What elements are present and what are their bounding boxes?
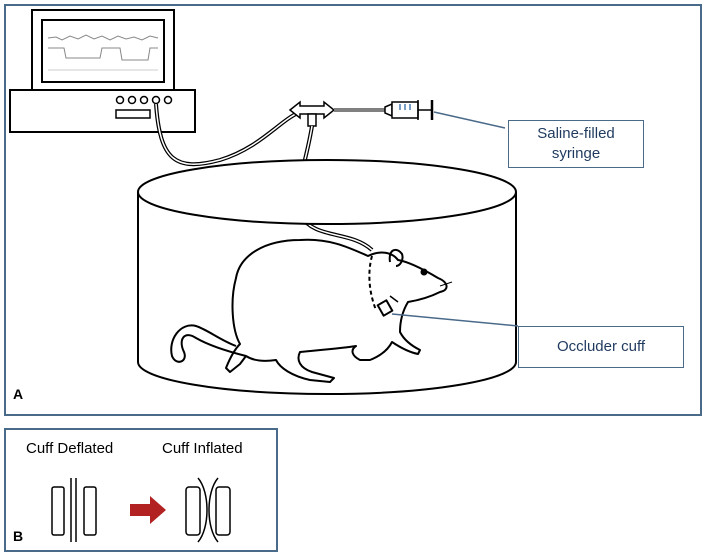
- cuff-label-text: Occluder cuff: [556, 338, 646, 355]
- t-connector: [288, 100, 336, 127]
- cuff-inflated-drawing: [185, 477, 231, 543]
- syringe-label-line1: Saline-filled: [537, 125, 615, 142]
- cage-cylinder: [137, 159, 517, 395]
- syringe-label: Saline-filled syringe: [508, 120, 644, 168]
- cuff-inflated-label: Cuff Inflated: [162, 440, 243, 457]
- recorder-box: [9, 89, 196, 133]
- panel-b-letter: B: [13, 528, 24, 544]
- rat: [170, 238, 453, 383]
- cuff-deflated-label: Cuff Deflated: [26, 440, 114, 457]
- syringe: [384, 100, 434, 120]
- syringe-leader: [433, 111, 506, 129]
- monitor: [31, 9, 175, 91]
- syringe-label-line2: syringe: [551, 145, 601, 162]
- red-arrow: [130, 496, 166, 524]
- cuff-label: Occluder cuff: [518, 326, 684, 368]
- cuff-deflated-drawing: [51, 478, 97, 542]
- panel-b: [4, 428, 278, 552]
- cuff-leader: [391, 313, 519, 327]
- pressure-trace: [47, 34, 159, 71]
- panel-a-letter: A: [13, 386, 24, 402]
